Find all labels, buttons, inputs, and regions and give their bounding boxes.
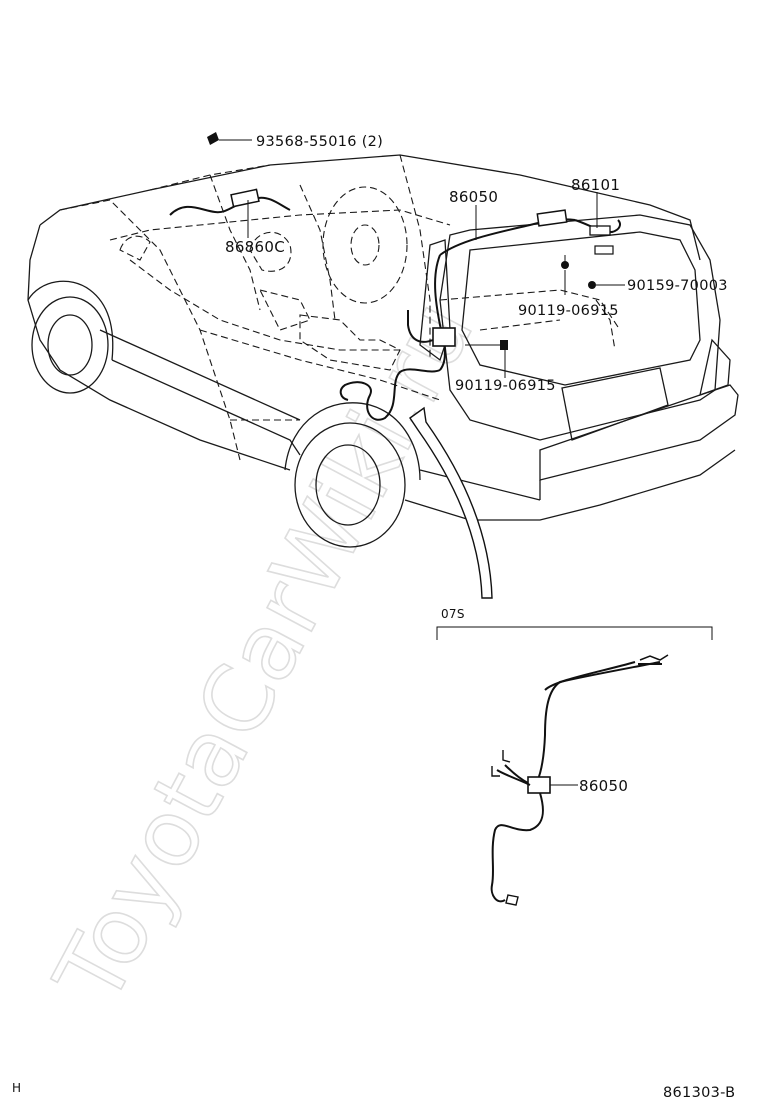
callout-86101: 86101 — [571, 176, 620, 194]
detail-amplifier-unit — [527, 776, 551, 794]
callout-86860c: 86860C — [225, 238, 285, 256]
footer-left-code: H — [12, 1081, 21, 1095]
part-callouts: 93568-55016 (2) 86860C 86050 86101 90159… — [225, 134, 728, 394]
amplifier-unit — [432, 327, 456, 347]
callout-90159-70003: 90159-70003 — [627, 278, 728, 294]
leader-lines — [219, 139, 625, 378]
vehicle-interior-hidden-lines — [59, 154, 621, 461]
vehicle-outline — [27, 154, 739, 548]
detail-callout-86050: 86050 — [579, 777, 628, 795]
detail-bracket — [436, 626, 713, 640]
antenna-wiring-harness — [169, 188, 621, 421]
callout-90119-06915-left: 90119-06915 — [455, 378, 556, 394]
callout-93568-55016: 93568-55016 (2) — [256, 134, 383, 150]
figure-number: 861303-B — [663, 1085, 735, 1101]
detail-pointer-arrow — [409, 406, 493, 599]
watermark: ToyotaCarWiki.ru — [34, 284, 494, 1021]
callout-90119-06915-right: 90119-06915 — [518, 303, 619, 319]
callout-86050: 86050 — [449, 188, 498, 206]
detail-inset: 07S 86050 — [436, 607, 713, 906]
detail-header-07s: 07S — [441, 607, 465, 621]
